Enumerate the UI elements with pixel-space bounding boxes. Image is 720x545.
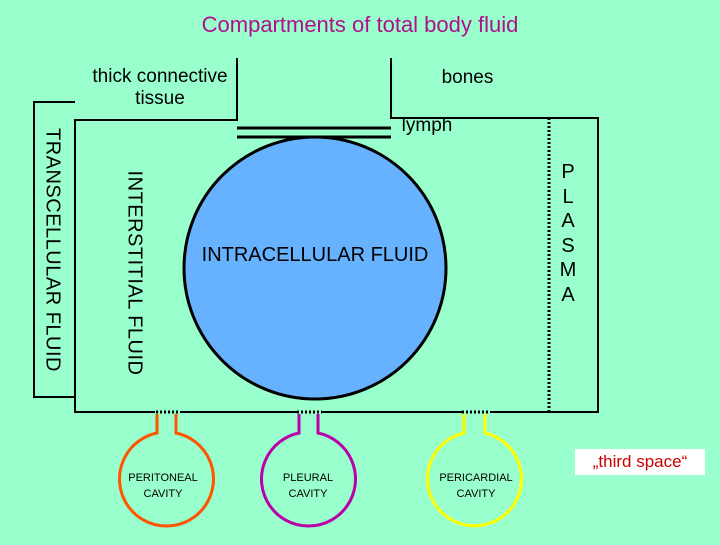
connective-tissue-label: thick connective tissue — [92, 66, 228, 109]
pleural-cavity-label: PLEURAL CAVITY — [282, 472, 334, 500]
third-space-label: „third space“ — [575, 449, 705, 475]
lymph-label: lymph — [401, 115, 453, 136]
intracellular-circle — [182, 135, 448, 401]
transcellular-fluid-label: TRANSCELLULAR FLUID — [41, 127, 64, 373]
interstitial-fluid-label: INTERSTITIAL FLUID — [123, 170, 146, 376]
interstitial-boundary — [74, 58, 238, 413]
diagram-title: Compartments of total body fluid — [201, 12, 519, 37]
pericardial-cavity-label: PERICARDIAL CAVITY — [439, 472, 513, 500]
peritoneal-cavity-shape — [118, 414, 215, 528]
bones-boundary — [390, 58, 599, 413]
pleural-cavity-shape — [260, 414, 357, 528]
peritoneal-cavity-label: PERITONEAL CAVITY — [128, 472, 198, 500]
transcellular-boundary — [33, 101, 75, 398]
intracellular-fluid-label: INTRACELLULAR FLUID — [201, 244, 429, 266]
bones-label: bones — [441, 67, 494, 88]
plasma-label: P L A S M A — [559, 161, 577, 306]
pericardial-cavity-shape — [426, 414, 523, 528]
